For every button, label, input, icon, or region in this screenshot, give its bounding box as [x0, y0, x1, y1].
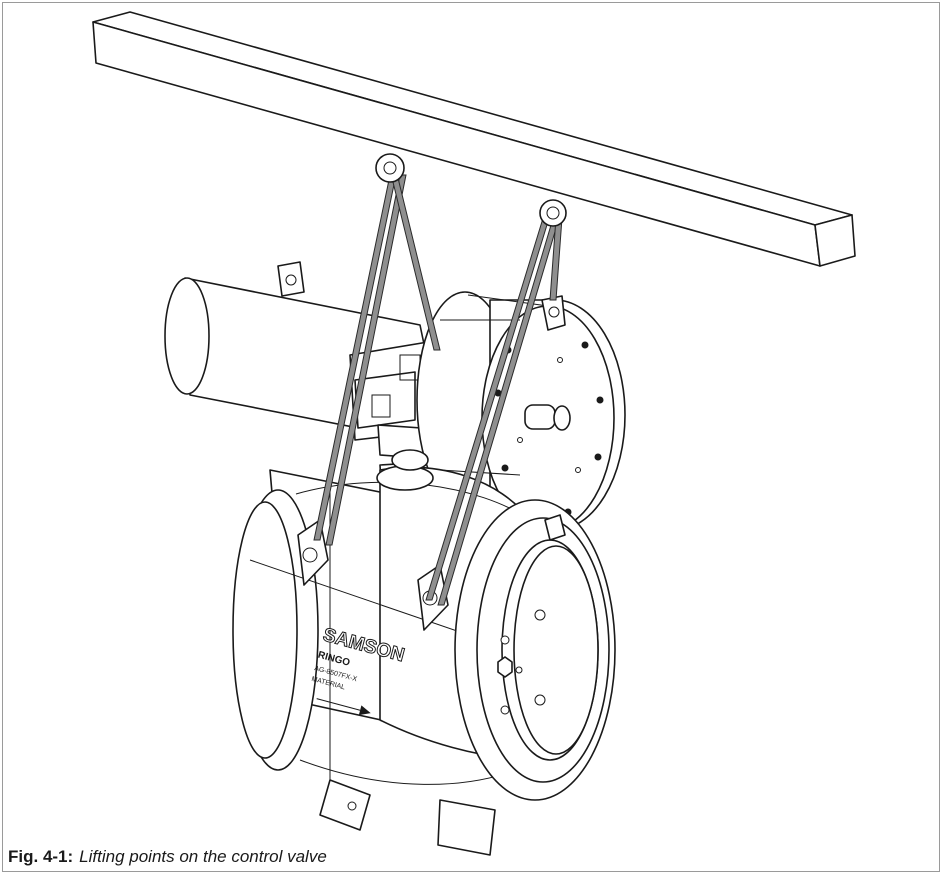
ball-valve-body [232, 449, 616, 856]
actuator-disc [416, 291, 626, 531]
shackles [375, 153, 567, 227]
lifting-beam [92, 11, 856, 267]
lifting-slings [313, 174, 563, 606]
caption-label: Fig. 4-1: [8, 847, 74, 866]
figure-caption: Fig. 4-1: Lifting points on the control v… [8, 847, 327, 867]
caption-text: Lifting points on the control valve [79, 847, 327, 866]
flow-arrow-icon [358, 705, 371, 716]
